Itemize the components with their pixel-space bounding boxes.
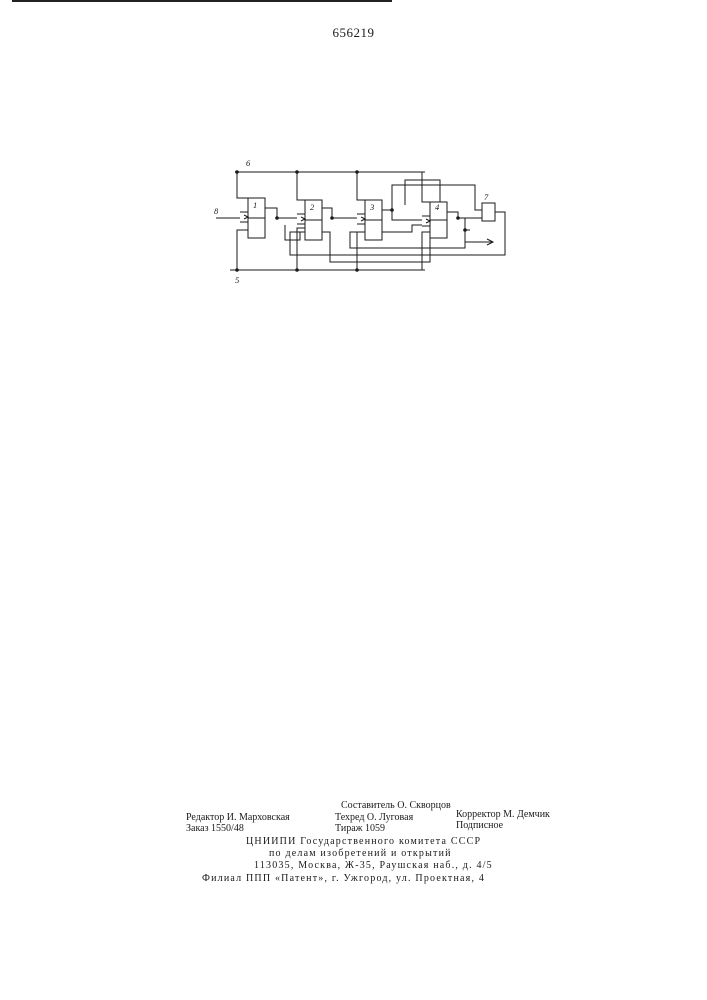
block-1-label: 1 [253, 200, 257, 210]
imprint-institute-sub: по делам изобретений и открытий [269, 848, 452, 860]
imprint-circulation: Тираж 1059 [335, 823, 385, 835]
imprint-subscription: Подписное [456, 820, 503, 832]
input-label: 8 [214, 206, 219, 216]
wire [357, 232, 365, 270]
junction-dot [235, 268, 239, 272]
block-3-label: 3 [369, 202, 374, 212]
wire [447, 212, 482, 218]
wire [382, 225, 422, 232]
wire [422, 232, 430, 270]
wire [357, 172, 365, 200]
wire [237, 230, 248, 270]
wire [237, 172, 248, 198]
wire [322, 232, 430, 262]
wire [458, 218, 470, 230]
wire [382, 210, 422, 220]
gate-mark [240, 212, 248, 222]
junction-dot [355, 170, 359, 174]
wire [350, 230, 465, 248]
gate-mark [422, 216, 430, 226]
block-7 [482, 203, 495, 221]
junction-dot [355, 268, 359, 272]
imprint-institute: ЦНИИПИ Государственного комитета СССР [246, 836, 481, 848]
block-7-label: 7 [484, 192, 489, 202]
junction-dot [390, 208, 394, 212]
block-4-label: 4 [435, 202, 440, 212]
block-2-label: 2 [310, 202, 315, 212]
gate-mark [297, 214, 305, 224]
imprint-address: 113035, Москва, Ж-35, Раушская наб., д. … [254, 860, 493, 872]
junction-dot [275, 216, 279, 220]
junction-dot [463, 228, 467, 232]
junction-dot [295, 268, 299, 272]
wire [297, 228, 305, 270]
wire [322, 208, 357, 218]
gate-arrow [426, 219, 430, 223]
top-bus-label: 6 [246, 158, 251, 168]
imprint-order: Заказ 1550/48 [186, 823, 244, 835]
junction-dot [295, 170, 299, 174]
gate-arrow [301, 217, 305, 221]
wire [297, 172, 305, 200]
wire [422, 172, 430, 202]
gate-mark [357, 214, 365, 224]
imprint-compiler: Составитель О. Скворцов [341, 800, 451, 812]
bottom-bus-label: 5 [235, 275, 239, 285]
imprint-branch: Филиал ППП «Патент», г. Ужгород, ул. Про… [202, 873, 485, 885]
gate-arrow [244, 215, 248, 219]
junction-dot [330, 216, 334, 220]
gate-arrow [361, 217, 365, 221]
circuit-diagram: 1 2 3 4 7 6 5 8 [0, 0, 707, 300]
junction-dot [235, 170, 239, 174]
junction-dot [456, 216, 460, 220]
wire [265, 208, 297, 218]
